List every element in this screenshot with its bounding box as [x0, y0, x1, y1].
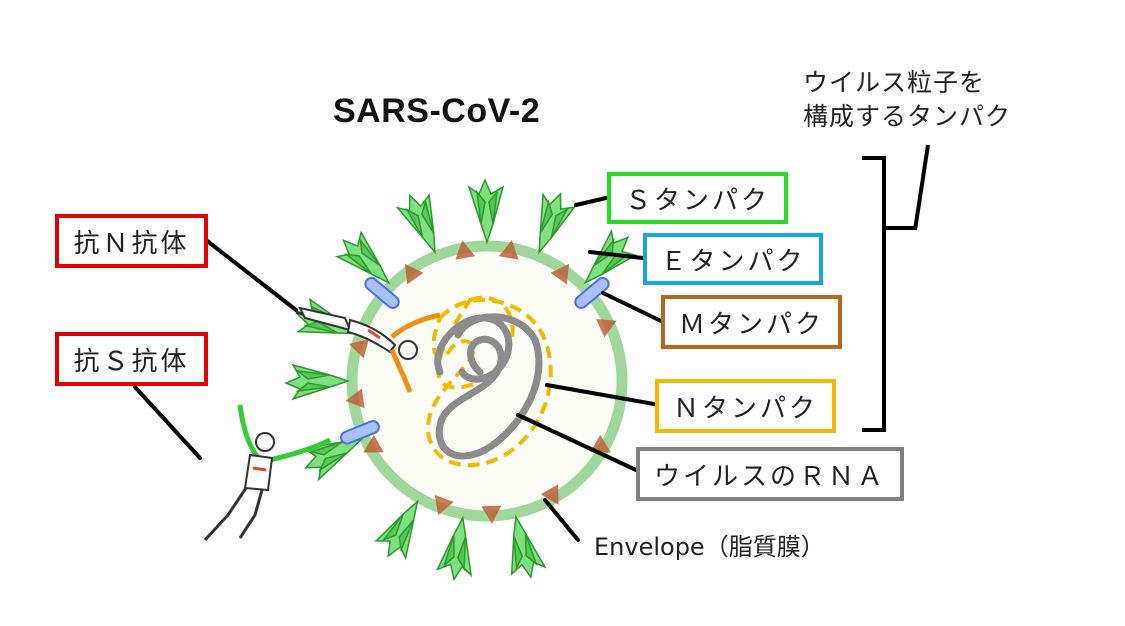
spike-segment	[308, 441, 343, 456]
m-protein-triangle	[348, 338, 369, 359]
viral-rna-strand	[434, 313, 543, 460]
e-proteins	[339, 276, 610, 445]
m-protein-triangle	[434, 495, 454, 516]
spike-segment	[318, 452, 348, 472]
spike-segment	[442, 534, 455, 568]
group-label-line2: 構成するタンパク	[803, 102, 1012, 131]
spike-segment	[359, 237, 381, 267]
spike-protein	[395, 193, 436, 255]
e-protein-cylinder	[574, 276, 610, 309]
spike-protein	[510, 514, 547, 580]
viral-rna-label: ウイルスのＲＮＡ	[636, 447, 904, 501]
spike-segment	[436, 515, 473, 582]
spike-segment	[510, 514, 547, 580]
diagram-title: SARS-CoV-2	[333, 92, 541, 130]
n-protein-label: Ｎタンパク	[655, 379, 836, 433]
m-protein-triangle	[481, 505, 502, 524]
m-protein-triangle	[363, 434, 384, 453]
spike-segment	[381, 513, 405, 542]
spike-protein	[467, 178, 505, 245]
spike-segment	[420, 199, 435, 234]
m-protein-triangle	[455, 240, 476, 260]
anti-n-antibody-label: 抗Ｎ抗体	[55, 214, 208, 268]
spike-segment	[524, 533, 538, 567]
spike-protein	[302, 438, 364, 482]
group-label: ウイルス粒子を 構成するタンパク	[803, 66, 1011, 134]
e-protein-cylinder	[364, 276, 400, 309]
spike-segment	[513, 535, 524, 571]
m-protein-triangle	[540, 484, 559, 505]
spike-segment	[488, 189, 499, 225]
spike-segment	[295, 369, 331, 380]
running-man-icon-orange	[295, 306, 441, 393]
m-protein-label: Ｍタンパク	[661, 295, 842, 349]
m-protein-triangle	[345, 388, 365, 409]
spike-segment	[467, 178, 505, 245]
spike-segment	[303, 320, 338, 334]
spike-proteins	[284, 178, 638, 582]
e-protein-label: Ｅタンパク	[643, 233, 823, 285]
m-proteins	[345, 240, 617, 524]
envelope-label: Envelope（脂質膜）	[594, 533, 825, 561]
spike-segment	[550, 207, 570, 239]
spike-protein	[538, 192, 577, 255]
spike-segment	[398, 519, 415, 553]
group-label-line1: ウイルス粒子を	[803, 68, 986, 97]
m-protein-triangle	[404, 263, 424, 285]
spike-segment	[475, 189, 486, 225]
group-bracket	[862, 144, 930, 432]
spike-segment	[404, 207, 424, 239]
spike-segment	[343, 253, 373, 275]
anti-s-antibody-label: 抗Ｓ抗体	[55, 332, 208, 386]
spike-segment	[284, 363, 351, 401]
leader-lines	[133, 196, 663, 542]
spike-protein	[436, 515, 473, 582]
spike-segment	[539, 199, 554, 234]
s-protein-label: Ｓタンパク	[607, 172, 788, 224]
m-protein-triangle	[498, 240, 519, 260]
spike-segment	[457, 536, 467, 572]
spike-segment	[334, 230, 391, 285]
spike-protein	[374, 499, 419, 561]
m-protein-triangle	[596, 319, 617, 338]
running-man-icon-green	[203, 404, 332, 542]
spike-segment	[295, 382, 331, 393]
spike-protein	[284, 363, 351, 401]
e-protein-cylinder	[339, 420, 380, 445]
m-protein-triangle	[590, 434, 611, 453]
spike-protein	[334, 230, 391, 285]
m-protein-triangle	[550, 263, 570, 285]
